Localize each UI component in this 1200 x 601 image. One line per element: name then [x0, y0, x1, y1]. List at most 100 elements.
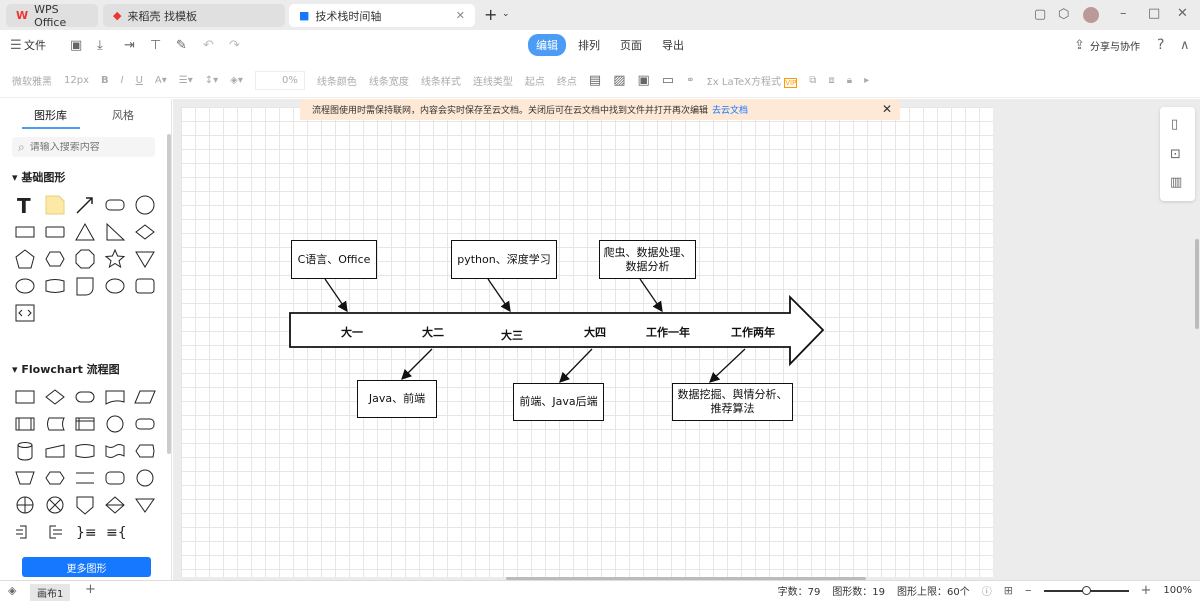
off-page-shape-icon[interactable] [74, 494, 96, 516]
new-tab-icon[interactable]: + [484, 5, 498, 24]
cloud-shape-icon[interactable] [14, 275, 36, 297]
line-shape-icon[interactable] [74, 467, 96, 489]
collapse-icon[interactable]: ∧ [1180, 37, 1190, 53]
arrow-shape-icon[interactable] [74, 194, 96, 216]
star-shape-icon[interactable] [104, 248, 126, 270]
line-height-button[interactable]: ↕▾ [204, 75, 219, 86]
zoom-in-icon[interactable]: + [1140, 583, 1152, 598]
card-shape-icon[interactable] [74, 440, 96, 462]
format-painter-icon[interactable]: ⊤ [150, 37, 162, 53]
connector-shape-icon[interactable] [134, 467, 156, 489]
hexagon-shape-icon[interactable] [44, 248, 66, 270]
note-shape-icon[interactable] [44, 194, 66, 216]
minimize-icon[interactable]: – [1120, 6, 1127, 21]
bold-button[interactable]: B [101, 75, 109, 86]
cube-icon[interactable]: ⬡ [1058, 7, 1070, 22]
mode-arrange[interactable]: 排列 [578, 39, 600, 52]
maximize-icon[interactable]: □ [1148, 6, 1161, 21]
text-shape-icon[interactable]: T [14, 194, 36, 216]
zoom-out-icon[interactable]: – [1025, 583, 1032, 598]
data-shape-icon[interactable] [134, 386, 156, 408]
page-tab[interactable]: 画布1 [30, 584, 71, 601]
chart-icon[interactable]: ▥ [1170, 175, 1183, 190]
mode-page[interactable]: 页面 [620, 39, 642, 52]
file-menu[interactable]: 文件 [24, 39, 46, 52]
manual-operation-shape-icon[interactable] [14, 467, 36, 489]
section-basic-shapes[interactable]: ▾ 基础图形 [12, 171, 66, 184]
octagon-shape-icon[interactable] [74, 248, 96, 270]
rounded-square-shape-icon[interactable] [134, 275, 156, 297]
help-circle-icon[interactable]: ⓘ [981, 587, 992, 598]
decision-shape-icon[interactable] [44, 386, 66, 408]
brace-left-icon[interactable]: ≡{ [104, 521, 126, 543]
close-notice-icon[interactable]: ✕ [881, 102, 892, 116]
document-shape-icon[interactable] [104, 386, 126, 408]
close-window-icon[interactable]: ✕ [1177, 6, 1188, 21]
rectangle-shape-icon[interactable] [14, 221, 36, 243]
fill-button[interactable]: ◈▾ [230, 75, 243, 86]
align-button[interactable]: ☰▾ [178, 75, 193, 86]
horizontal-scrollbar[interactable] [506, 577, 866, 580]
map-icon[interactable]: ⊞ [1003, 584, 1013, 597]
window-icon[interactable]: ▢ [1034, 7, 1047, 22]
undo-icon[interactable]: ↶ [203, 37, 214, 53]
font-color-button[interactable]: A▾ [154, 75, 167, 86]
paper-tape-shape-icon[interactable] [104, 440, 126, 462]
download-icon[interactable]: ⤓ [97, 37, 103, 53]
summing-junction-shape-icon[interactable] [14, 494, 36, 516]
page-icon[interactable]: ▣ [637, 73, 650, 88]
line-style-button[interactable]: 线条样式 [420, 77, 461, 88]
preparation-shape-icon[interactable] [44, 467, 66, 489]
tab-timeline[interactable]: ■技术栈时间轴✕ [289, 4, 475, 27]
line-width-button[interactable]: 线条宽度 [368, 77, 409, 88]
predefined-process-shape-icon[interactable] [14, 413, 36, 435]
ungroup-icon[interactable]: ⧈ [828, 75, 835, 86]
help-icon[interactable]: ? [1157, 37, 1165, 53]
share-icon[interactable]: ⇪ [1074, 37, 1085, 53]
sidebar-scrollbar[interactable] [167, 134, 171, 454]
more-arrow-icon[interactable]: ▸ [864, 75, 870, 86]
close-tab-icon[interactable]: ✕ [455, 9, 465, 22]
tab-shape-library[interactable]: 图形库 [34, 109, 67, 122]
layout-icon[interactable]: ▤ [588, 73, 602, 88]
line-color-button[interactable]: 线条颜色 [316, 77, 357, 88]
zoom-slider[interactable] [1043, 585, 1129, 596]
share-button[interactable]: 分享与协作 [1090, 41, 1140, 53]
document-icon[interactable]: ▯ [1171, 117, 1179, 132]
zoom-slider-handle[interactable] [1081, 585, 1091, 595]
opacity-input[interactable]: 0% [254, 71, 305, 90]
pentagon-shape-icon[interactable] [14, 248, 36, 270]
more-shapes-button[interactable]: 更多图形 [22, 557, 151, 577]
connector-type-button[interactable]: 连线类型 [472, 77, 513, 88]
tape-shape-icon[interactable] [44, 275, 66, 297]
diamond-shape-icon[interactable] [134, 221, 156, 243]
code-shape-icon[interactable] [14, 302, 36, 324]
sort-shape-icon[interactable] [104, 494, 126, 516]
layers-icon[interactable]: ◈ [8, 584, 17, 597]
link-icon[interactable]: ⚭ [686, 75, 695, 86]
latex-button[interactable]: Σx LaTeX方程式 VIP [706, 77, 798, 88]
chevron-down-icon[interactable]: ⌄ [502, 9, 510, 19]
avatar[interactable] [1083, 7, 1099, 23]
italic-button[interactable]: I [120, 75, 124, 86]
delay-shape-icon[interactable] [104, 467, 126, 489]
import-icon[interactable]: ⇥ [124, 37, 135, 53]
internal-storage-shape-icon[interactable] [74, 413, 96, 435]
cloud-docs-link[interactable]: 去云文档 [712, 106, 749, 116]
rect2-shape-icon[interactable] [44, 221, 66, 243]
inverted-triangle-shape-icon[interactable] [134, 248, 156, 270]
drawing-canvas[interactable] [181, 107, 993, 577]
annotation-left-icon[interactable] [44, 521, 66, 543]
triangle-shape-icon[interactable] [74, 221, 96, 243]
pen-icon[interactable]: ✎ [176, 37, 187, 53]
comment-icon[interactable]: ▭ [661, 73, 675, 88]
annotation-right-icon[interactable] [14, 521, 36, 543]
display-shape-icon[interactable] [134, 440, 156, 462]
ellipse-shape-icon[interactable] [104, 275, 126, 297]
frame-icon[interactable]: ⊡ [1170, 147, 1181, 162]
section-flowchart[interactable]: ▾ Flowchart 流程图 [12, 363, 120, 376]
start-point-button[interactable]: 起点 [524, 77, 545, 88]
rounded-rect-shape-icon[interactable] [104, 194, 126, 216]
sequential-data-shape-icon[interactable] [104, 413, 126, 435]
